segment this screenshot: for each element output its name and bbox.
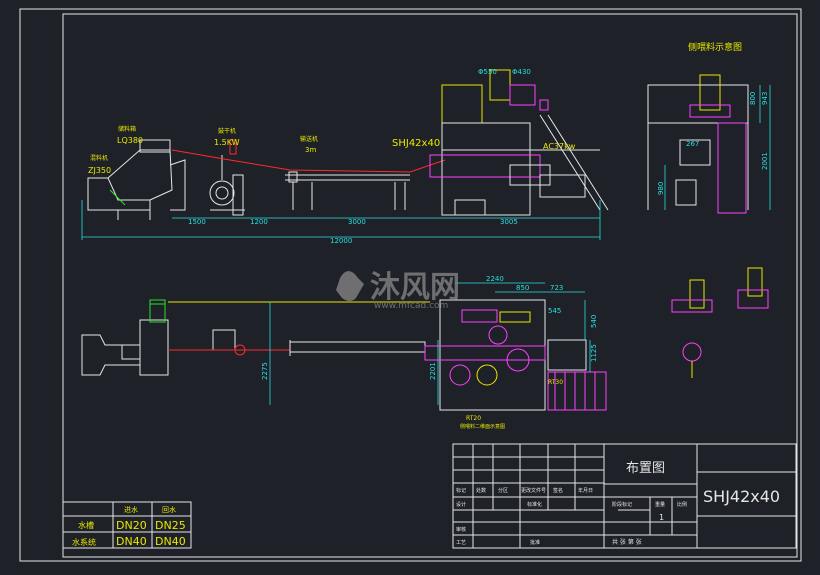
watermark: 沐风网 www.mfcad.com (336, 270, 460, 311)
title-row-label-5: 年月日 (578, 487, 593, 494)
title-scale: 比例 (677, 501, 687, 508)
plan-side-note: 侧喂料二维面示意图 (460, 423, 505, 430)
title-quantity: 1 (659, 513, 664, 522)
plan-dim-540: 540 (590, 315, 598, 328)
title-design: 设计 (456, 501, 466, 508)
plan-view: 2240 850 723 545 2275 2201 540 1125 RT20… (81, 275, 607, 430)
side-w1: 267 (686, 140, 699, 148)
watermark-logo-icon (336, 271, 364, 301)
watermark-url: www.mfcad.com (374, 301, 448, 311)
plan-extruder-block (424, 299, 607, 411)
label-conveyor-name: 输送机 (300, 135, 318, 143)
plan-box-rt20: RT20 (466, 415, 481, 422)
plan-box-rt30: RT30 (548, 379, 563, 386)
plan-dim-2275: 2275 (261, 362, 269, 380)
side-h1: 800 (749, 92, 757, 105)
title-drawing-name: 布置图 (626, 461, 665, 476)
outer-frame (19, 8, 802, 562)
title-weight: 重量 (655, 501, 665, 508)
label-mixer-name: 混料机 (90, 154, 108, 162)
plan-dim-1125: 1125 (590, 344, 598, 362)
feed-line-top (171, 149, 446, 173)
top-elevation-view: 1500 1200 3000 3005 12000 Φ550 Φ430 储料箱 … (81, 68, 609, 245)
feeder-detail-sketches (671, 267, 769, 378)
dim-phi550: Φ550 (478, 68, 497, 76)
inner-frame (62, 13, 798, 558)
water-row1-in: DN20 (116, 519, 147, 532)
title-row-label-4: 签名 (553, 487, 563, 494)
label-conveyor-length: 3m (305, 146, 316, 154)
plan-dim-850: 850 (516, 284, 529, 292)
title-row-label-1: 处数 (476, 487, 486, 494)
label-blower-name: 鼓干机 (218, 127, 236, 135)
dim-3000: 3000 (348, 218, 366, 226)
blower-equipment (209, 139, 245, 216)
title-row-label-0: 标记 (456, 487, 466, 494)
water-header-out: 回水 (162, 505, 176, 514)
title-block (452, 443, 797, 549)
extruder-platform (429, 69, 609, 216)
title-stage-mark: 阶段标记 (612, 501, 632, 508)
dim-3005: 3005 (500, 218, 518, 226)
top-dimension-lines (81, 200, 601, 240)
plan-dim-2240: 2240 (486, 275, 504, 283)
title-review: 审核 (456, 526, 466, 533)
mixer-equipment (87, 139, 186, 220)
dim-1500: 1500 (188, 218, 206, 226)
label-blower-power: 1.5KW (214, 138, 240, 147)
label-motor-power: AC37kw (543, 142, 576, 151)
title-row-label-3: 更改文件号 (521, 487, 546, 494)
side-h3: 2001 (761, 152, 769, 170)
watermark-text: 沐风网 (370, 270, 460, 305)
water-header-in: 进水 (124, 505, 138, 514)
side-h4: 980 (657, 182, 665, 195)
plan-conveyor (289, 341, 426, 353)
label-extruder-model: SHJ42x40 (392, 138, 440, 149)
label-tank-model: LQ380 (117, 136, 143, 145)
water-row1-out: DN25 (155, 519, 186, 532)
water-row1-label: 水槽 (78, 520, 94, 530)
plan-dim-545: 545 (548, 307, 561, 315)
label-tank-name: 储料箱 (118, 125, 136, 133)
title-drawing-code: SHJ42x40 (703, 487, 780, 506)
water-row2-label: 水系统 (72, 537, 96, 547)
title-sheet: 共 张 第 张 (612, 538, 642, 546)
title-row-label-2: 分区 (498, 487, 508, 494)
conveyor-equipment (285, 171, 410, 210)
dim-phi430: Φ430 (512, 68, 531, 76)
plan-dim-723: 723 (550, 284, 563, 292)
dim-total-12000: 12000 (330, 237, 352, 245)
water-row2-out: DN40 (155, 535, 186, 548)
water-table (62, 501, 192, 549)
side-h2: 943 (761, 92, 769, 105)
side-view-title: 侧喂料示意图 (688, 41, 742, 53)
title-process: 工艺 (456, 540, 466, 546)
title-standard: 标准化 (527, 501, 542, 508)
water-row2-in: DN40 (116, 535, 147, 548)
side-feeder-view: 侧喂料示意图 800 943 2001 980 267 (647, 41, 771, 214)
plan-dim-2201: 2201 (429, 362, 437, 380)
title-approve: 批准 (530, 539, 540, 546)
label-mixer-model: ZJ350 (88, 166, 111, 175)
dim-1200: 1200 (250, 218, 268, 226)
